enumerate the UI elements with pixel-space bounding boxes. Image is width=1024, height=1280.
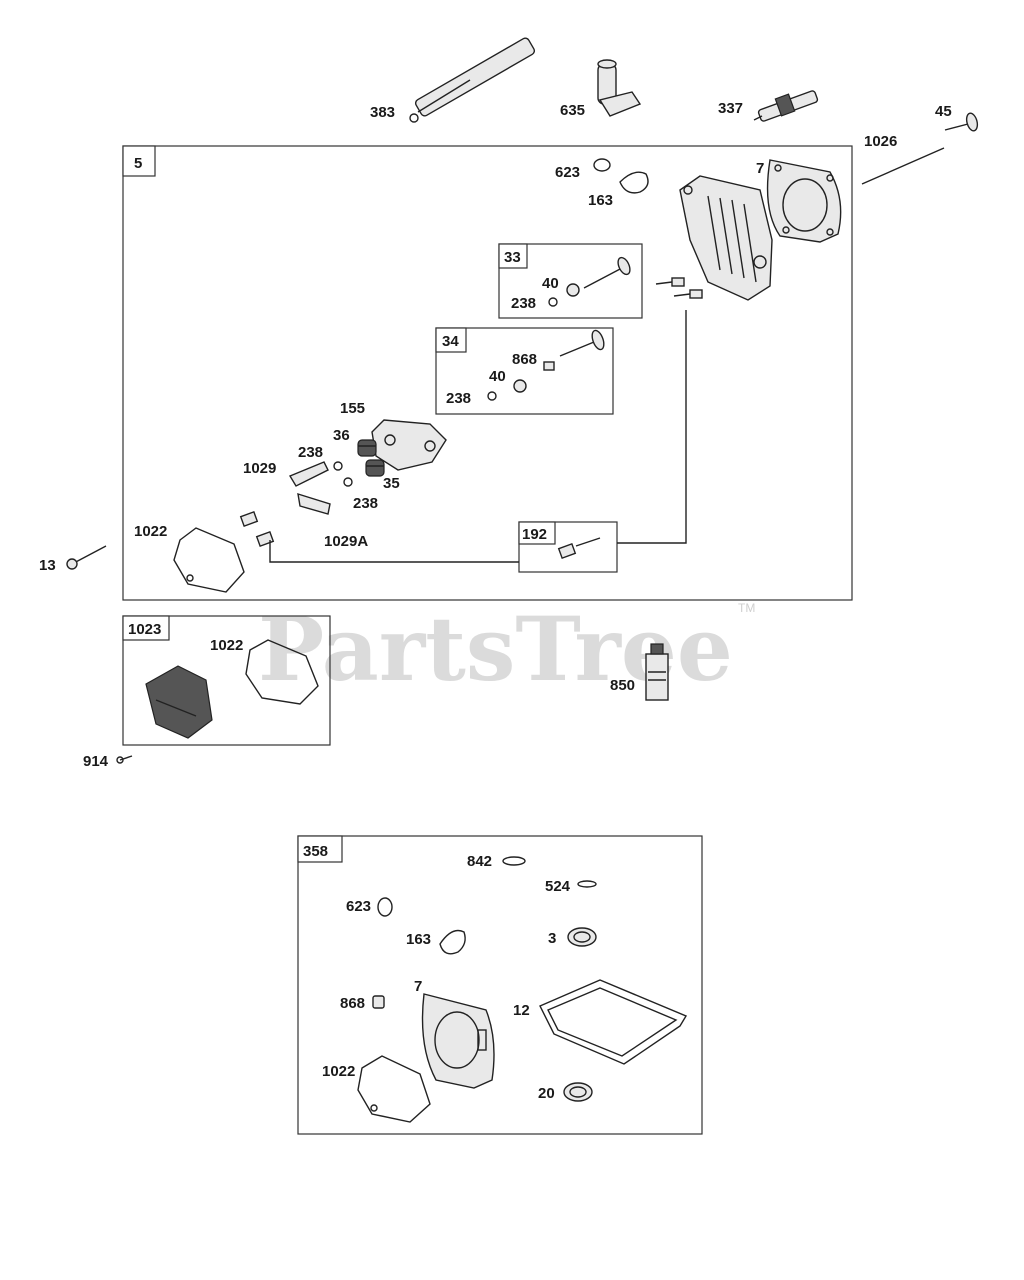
label-868-b: 868 bbox=[340, 995, 365, 1012]
label-163-b: 163 bbox=[406, 931, 431, 948]
part-914-screw-icon[interactable] bbox=[116, 755, 133, 764]
label-524: 524 bbox=[545, 878, 571, 895]
label-box-192: 192 bbox=[522, 526, 547, 543]
part-155-plate-icon[interactable] bbox=[371, 419, 447, 471]
part-337-sparkplug-icon[interactable] bbox=[753, 90, 819, 122]
group-192-frame bbox=[518, 521, 618, 573]
label-35: 35 bbox=[383, 475, 400, 492]
leader-line bbox=[617, 310, 687, 544]
label-3: 3 bbox=[548, 930, 556, 947]
part-20-seal-icon[interactable] bbox=[563, 1082, 593, 1102]
label-155: 155 bbox=[340, 400, 365, 417]
part-7-head-gasket-icon[interactable] bbox=[766, 159, 842, 243]
part-238-keeper-icon[interactable] bbox=[333, 461, 353, 487]
group-34-tag bbox=[435, 327, 467, 353]
label-238-c: 238 bbox=[298, 444, 323, 461]
label-868: 868 bbox=[512, 351, 537, 368]
label-238-b: 238 bbox=[446, 390, 471, 407]
label-40-a: 40 bbox=[542, 275, 559, 292]
label-36: 36 bbox=[333, 427, 350, 444]
label-1029: 1029 bbox=[243, 460, 276, 477]
part-1022-gasket-icon-b[interactable] bbox=[245, 639, 319, 705]
group-5-tag bbox=[122, 145, 156, 177]
part-192-stud-icon[interactable] bbox=[557, 537, 601, 559]
label-1026: 1026 bbox=[864, 133, 897, 150]
label-623-b: 623 bbox=[346, 898, 371, 915]
leader-line bbox=[269, 540, 519, 563]
group-1023-tag bbox=[122, 615, 170, 641]
label-914: 914 bbox=[83, 753, 109, 770]
part-1022-gasket-icon[interactable] bbox=[173, 527, 245, 593]
part-868-seal-icon[interactable] bbox=[372, 995, 385, 1009]
part-1029-rocker-icon[interactable] bbox=[288, 461, 329, 487]
stud-pair-icon[interactable] bbox=[239, 511, 275, 547]
label-box-33: 33 bbox=[504, 249, 521, 266]
part-635-boot-icon[interactable] bbox=[597, 59, 642, 117]
group-192-tag bbox=[518, 521, 556, 545]
part-850-sealant-icon[interactable] bbox=[645, 643, 669, 701]
group-358-frame bbox=[297, 835, 703, 1135]
label-623: 623 bbox=[555, 164, 580, 181]
label-box-1023: 1023 bbox=[128, 621, 161, 638]
part-623-ring-icon[interactable] bbox=[593, 158, 611, 172]
label-163: 163 bbox=[588, 192, 613, 209]
label-45: 45 bbox=[935, 103, 952, 120]
label-20: 20 bbox=[538, 1085, 555, 1102]
label-850: 850 bbox=[610, 677, 635, 694]
label-1029A: 1029A bbox=[324, 533, 368, 550]
part-34-valve-icon[interactable] bbox=[487, 329, 606, 401]
group-5-frame bbox=[122, 145, 853, 601]
label-7-b: 7 bbox=[414, 978, 422, 995]
part-45-valve-icon[interactable] bbox=[944, 112, 979, 132]
label-238-d: 238 bbox=[353, 495, 378, 512]
part-35-spring-icon[interactable] bbox=[365, 459, 385, 477]
part-163-gasket-icon[interactable] bbox=[619, 171, 649, 194]
part-36-spring-icon[interactable] bbox=[357, 439, 377, 457]
group-33-tag bbox=[498, 243, 528, 269]
label-7: 7 bbox=[756, 160, 764, 177]
part-524-ring-icon[interactable] bbox=[577, 880, 597, 888]
part-12-base-gasket-icon[interactable] bbox=[539, 979, 688, 1065]
part-1022-gasket-icon-c[interactable] bbox=[357, 1055, 431, 1123]
label-842: 842 bbox=[467, 853, 492, 870]
part-623-ring-icon-b[interactable] bbox=[377, 897, 393, 917]
part-1026-pushrod-icon[interactable] bbox=[861, 147, 945, 185]
part-842-ring-icon[interactable] bbox=[502, 856, 526, 866]
watermark-tm: TM bbox=[738, 601, 755, 615]
part-33-valve-icon[interactable] bbox=[548, 256, 632, 307]
label-40-b: 40 bbox=[489, 368, 506, 385]
group-33-frame bbox=[498, 243, 643, 319]
label-337: 337 bbox=[718, 100, 743, 117]
label-635: 635 bbox=[560, 102, 585, 119]
group-1023-frame bbox=[122, 615, 331, 746]
part-13-bolt-icon[interactable] bbox=[66, 545, 107, 570]
part-7-head-gasket-icon-b[interactable] bbox=[421, 993, 495, 1089]
part-1029A-rocker-icon[interactable] bbox=[297, 492, 331, 515]
stud-icon[interactable] bbox=[655, 277, 703, 299]
label-12: 12 bbox=[513, 1002, 530, 1019]
label-13: 13 bbox=[39, 557, 56, 574]
label-1022-b: 1022 bbox=[210, 637, 243, 654]
part-3-seal-icon[interactable] bbox=[567, 927, 597, 947]
part-383-wrench-icon[interactable] bbox=[409, 37, 536, 123]
label-1022-c: 1022 bbox=[322, 1063, 355, 1080]
label-box-5: 5 bbox=[134, 155, 142, 172]
label-238-a: 238 bbox=[511, 295, 536, 312]
part-1023-valve-cover-icon[interactable] bbox=[145, 665, 213, 739]
group-358-tag bbox=[297, 835, 343, 863]
part-163-gasket-icon-b[interactable] bbox=[439, 929, 466, 955]
label-box-34: 34 bbox=[442, 333, 459, 350]
label-box-358: 358 bbox=[303, 843, 328, 860]
group-34-frame bbox=[435, 327, 614, 415]
label-383: 383 bbox=[370, 104, 395, 121]
label-1022: 1022 bbox=[134, 523, 167, 540]
cylinder-head-icon[interactable] bbox=[679, 175, 773, 301]
